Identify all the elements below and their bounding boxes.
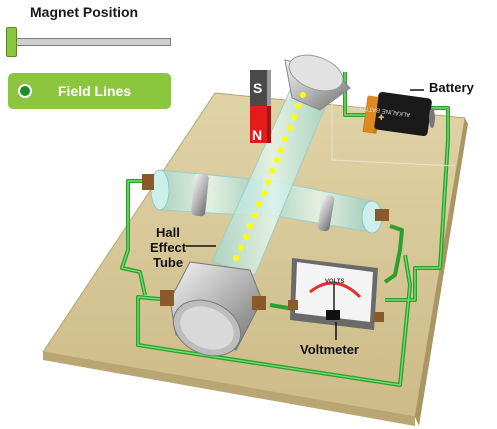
field-lines-toggle[interactable]: Field Lines (8, 73, 171, 109)
voltmeter-label: Voltmeter (300, 342, 359, 357)
magnet-north-pole: N (252, 127, 262, 143)
callout-pointers (186, 89, 424, 340)
bar-magnet[interactable]: S N (250, 70, 271, 143)
battery-label: Battery (429, 80, 474, 95)
tube-bottom-cap (160, 261, 266, 357)
electron-dots (233, 92, 306, 261)
magnet-south-pole: S (253, 80, 262, 96)
glass-tube-left-arm (142, 169, 263, 217)
tube-top-cap (284, 54, 351, 111)
magnet-position-label: Magnet Position (30, 4, 139, 20)
hall-effect-tube-label-1: Hall (156, 225, 180, 240)
hall-effect-tube-label-3: Tube (153, 255, 184, 270)
glass-tube-right-arm (264, 179, 389, 234)
voltmeter-face-text: VOLTS (325, 279, 345, 285)
toggle-indicator-icon (18, 84, 32, 98)
battery: ALKALINE BATTERY + (353, 91, 435, 137)
field-lines-label: Field Lines (58, 83, 132, 99)
magnet-position-slider-thumb[interactable] (6, 27, 17, 57)
voltmeter: VOLTS (288, 258, 384, 330)
battery-plus-text: + (378, 112, 384, 124)
hall-effect-tube-label-2: Effect (150, 240, 187, 255)
